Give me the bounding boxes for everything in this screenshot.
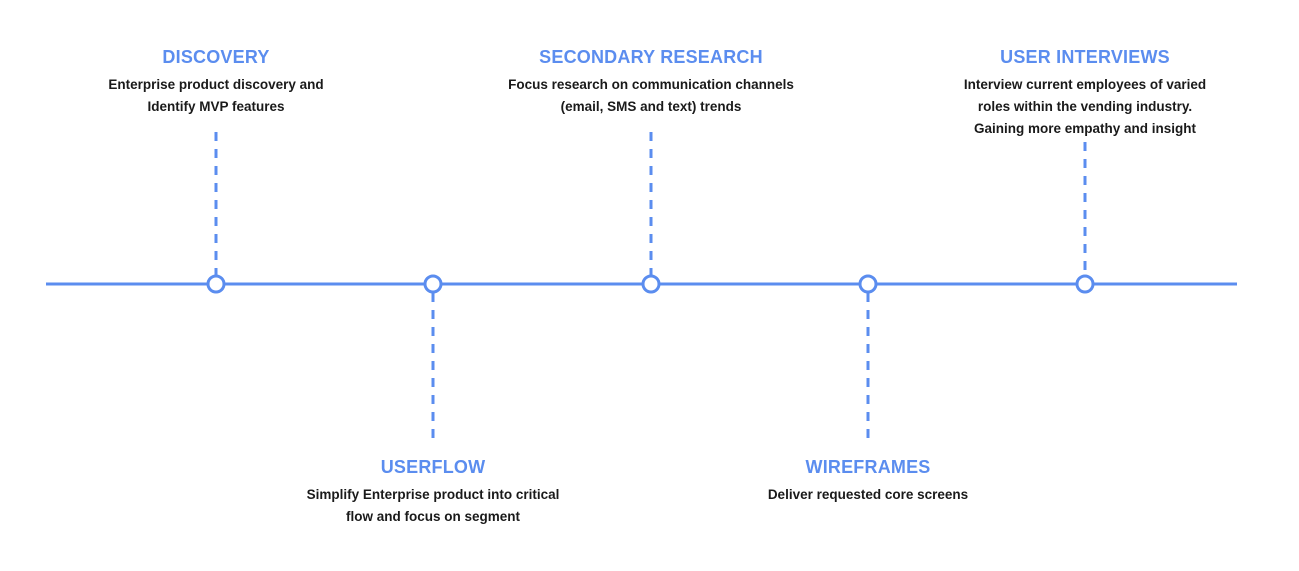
milestone-wireframes: WIREFRAMES Deliver requested core screen… <box>703 456 1033 506</box>
milestone-description: Deliver requested core screens <box>703 484 1033 506</box>
milestone-userflow: USERFLOW Simplify Enterprise product int… <box>268 456 598 528</box>
milestone-discovery: DISCOVERY Enterprise product discovery a… <box>51 46 381 118</box>
description-line: Interview current employees of varied <box>963 77 1207 92</box>
milestone-title: DISCOVERY <box>162 47 270 67</box>
description-line: Simplify Enterprise product into critica… <box>306 487 560 502</box>
description-line: Identify MVP features <box>147 99 285 114</box>
milestone-title: SECONDARY RESEARCH <box>539 47 763 67</box>
milestone-secondary-research: SECONDARY RESEARCH Focus research on com… <box>486 46 816 118</box>
description-line: Enterprise product discovery and <box>108 77 324 92</box>
milestone-description: Simplify Enterprise product into critica… <box>268 484 598 528</box>
node-discovery <box>206 274 226 294</box>
description-line: Focus research on communication channels <box>508 77 794 92</box>
description-line: Deliver requested core screens <box>767 487 969 502</box>
milestone-description: Focus research on communication channels… <box>486 74 816 118</box>
description-line: flow and focus on segment <box>345 509 520 524</box>
description-line: (email, SMS and text) trends <box>560 99 742 114</box>
node-interviews <box>1075 274 1095 294</box>
description-line: Gaining more empathy and insight <box>973 121 1197 136</box>
node-userflow <box>423 274 443 294</box>
milestone-title: WIREFRAMES <box>805 457 931 477</box>
node-research <box>641 274 661 294</box>
milestone-title: USER INTERVIEWS <box>1000 47 1170 67</box>
milestone-user-interviews: USER INTERVIEWS Interview current employ… <box>920 46 1250 140</box>
milestone-description: Enterprise product discovery and Identif… <box>51 74 381 118</box>
milestone-title: USERFLOW <box>380 457 486 477</box>
milestone-description: Interview current employees of varied ro… <box>920 74 1250 140</box>
description-line: roles within the vending industry. <box>977 99 1193 114</box>
node-wireframes <box>858 274 878 294</box>
